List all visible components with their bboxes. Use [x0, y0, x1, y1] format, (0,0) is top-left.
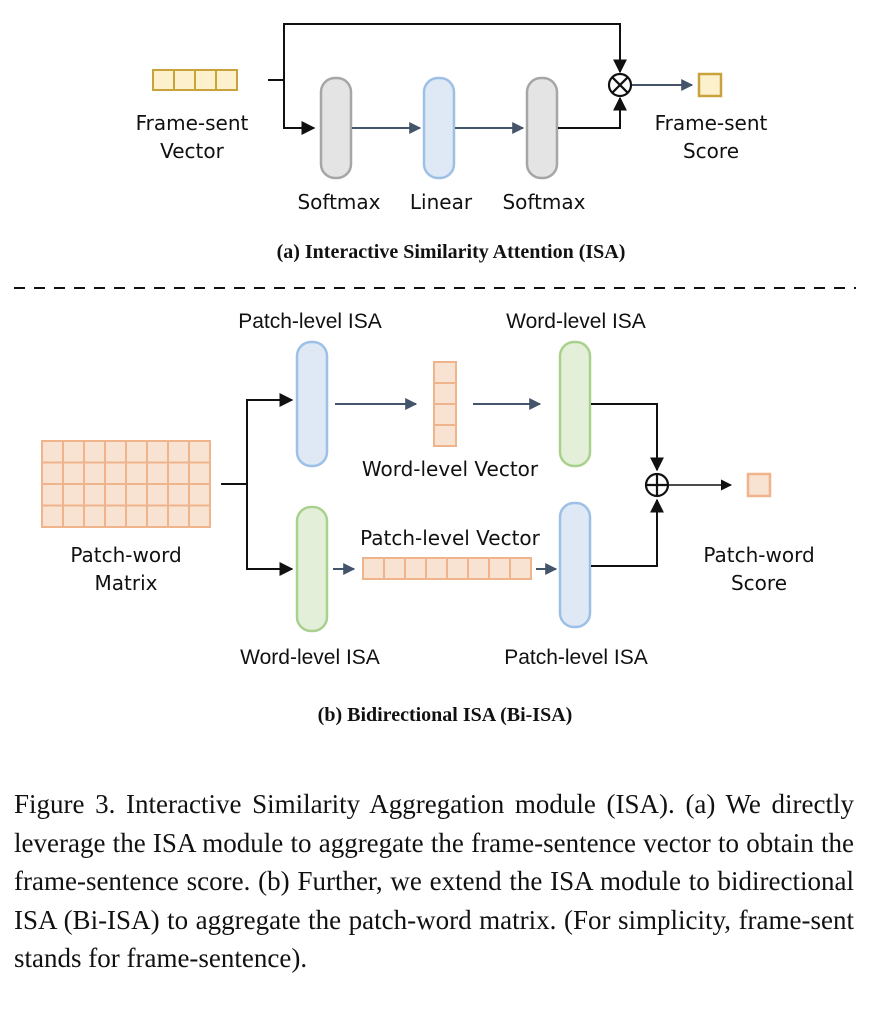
matrix-cell — [41, 461, 64, 485]
patch-vector-cell — [425, 557, 448, 580]
matrix-cell — [83, 461, 106, 485]
matrix-cell — [62, 461, 85, 485]
matrix-cell — [125, 504, 148, 528]
word-vector-cell — [433, 424, 457, 447]
top-branch-to-add-arrow — [591, 403, 664, 472]
word-vector-cell — [433, 382, 457, 405]
top-word-level-isa-block — [558, 340, 592, 468]
part-b: Patch-word Matrix Patch-level ISA Word-l… — [41, 310, 815, 726]
matrix-to-bottom-branch-arrow — [246, 484, 294, 576]
matrix-to-top-branch-arrow — [246, 393, 294, 484]
matrix-cell — [125, 440, 148, 464]
patch-word-matrix-label-line1: Patch-word — [70, 543, 181, 567]
patch-vector-cell — [383, 557, 406, 580]
patch-word-score-label-line2: Score — [731, 571, 787, 595]
subtitle-b: (b) Bidirectional ISA (Bi-ISA) — [318, 704, 573, 726]
subtitle-a: (a) Interactive Similarity Attention (IS… — [277, 241, 626, 263]
top-patch-level-isa-block — [295, 340, 329, 468]
matrix-cell — [188, 504, 211, 528]
top-first-isa-label: Patch-level ISA — [238, 310, 382, 333]
matrix-cell — [104, 504, 127, 528]
matrix-cell — [83, 504, 106, 528]
matrix-cell — [104, 440, 127, 464]
patch-word-matrix-label-line2: Matrix — [95, 571, 158, 595]
patch-vector-cell — [446, 557, 469, 580]
word-level-vector-label: Word-level Vector — [362, 457, 539, 481]
patch-level-vector — [362, 557, 532, 580]
matrix-cell — [167, 504, 190, 528]
matrix-cell — [125, 461, 148, 485]
add-operator-icon — [644, 472, 670, 498]
figure-caption: Figure 3. Interactive Similarity Aggrega… — [14, 789, 854, 973]
patch-level-vector-label: Patch-level Vector — [360, 526, 541, 550]
matrix-cell — [83, 440, 106, 464]
patch-vector-cell — [467, 557, 490, 580]
input-to-softmax-arrow — [283, 80, 316, 135]
matrix-cell — [188, 440, 211, 464]
patch-word-score — [746, 472, 772, 498]
matrix-cell — [41, 504, 64, 528]
matrix-cell — [62, 483, 85, 507]
linear-label: Linear — [410, 190, 473, 214]
frame-sent-score-label-line1: Frame-sent — [655, 111, 768, 135]
matrix-cell — [62, 504, 85, 528]
word-vector-cell — [433, 403, 457, 426]
softmax-to-multiply-arrow — [558, 96, 627, 129]
matrix-cell — [146, 504, 169, 528]
bottom-branch-to-add-arrow — [591, 498, 664, 567]
isa-diagram: Frame-sent Vector Softmax Linear Softmax… — [14, 23, 856, 726]
patch-vector-cell — [404, 557, 427, 580]
matrix-cell — [41, 483, 64, 507]
matrix-cell — [146, 461, 169, 485]
bottom-word-level-isa-block — [295, 505, 329, 633]
part-a: Frame-sent Vector Softmax Linear Softmax… — [136, 23, 768, 263]
matrix-cell — [188, 483, 211, 507]
matrix-cell — [83, 483, 106, 507]
top-second-isa-label: Word-level ISA — [506, 310, 646, 333]
bottom-second-isa-label: Patch-level ISA — [504, 646, 648, 669]
multiply-operator-icon — [607, 72, 633, 98]
skip-connection-arrow — [283, 23, 627, 80]
patch-vector-cell — [362, 557, 385, 580]
matrix-cell — [125, 483, 148, 507]
matrix-cell — [146, 483, 169, 507]
matrix-cell — [188, 461, 211, 485]
frame-sent-vector — [152, 69, 238, 91]
frame-sent-score — [697, 72, 723, 98]
linear-block — [422, 76, 456, 180]
matrix-cell — [62, 440, 85, 464]
matrix-cell — [167, 483, 190, 507]
bottom-patch-level-isa-block — [558, 501, 592, 629]
frame-sent-vector-label-line1: Frame-sent — [136, 111, 249, 135]
patch-word-matrix — [41, 440, 211, 528]
matrix-cell — [167, 440, 190, 464]
matrix-cell — [104, 461, 127, 485]
frame-sent-vector-label-line2: Vector — [160, 139, 225, 163]
patch-word-score-label-line1: Patch-word — [703, 543, 814, 567]
matrix-cell — [41, 440, 64, 464]
vector-cell — [194, 69, 217, 91]
frame-sent-score-label-line2: Score — [683, 139, 739, 163]
vector-cell — [173, 69, 196, 91]
vector-cell — [215, 69, 238, 91]
matrix-cell — [104, 483, 127, 507]
matrix-cell — [146, 440, 169, 464]
word-level-vector — [433, 361, 457, 447]
softmax-label-2: Softmax — [502, 190, 585, 214]
softmax-label-1: Softmax — [297, 190, 380, 214]
softmax-block-1 — [319, 76, 353, 180]
word-vector-cell — [433, 361, 457, 384]
patch-vector-cell — [488, 557, 511, 580]
softmax-block-2 — [525, 76, 559, 180]
vector-cell — [152, 69, 175, 91]
bottom-first-isa-label: Word-level ISA — [240, 646, 380, 669]
patch-vector-cell — [509, 557, 532, 580]
matrix-cell — [167, 461, 190, 485]
